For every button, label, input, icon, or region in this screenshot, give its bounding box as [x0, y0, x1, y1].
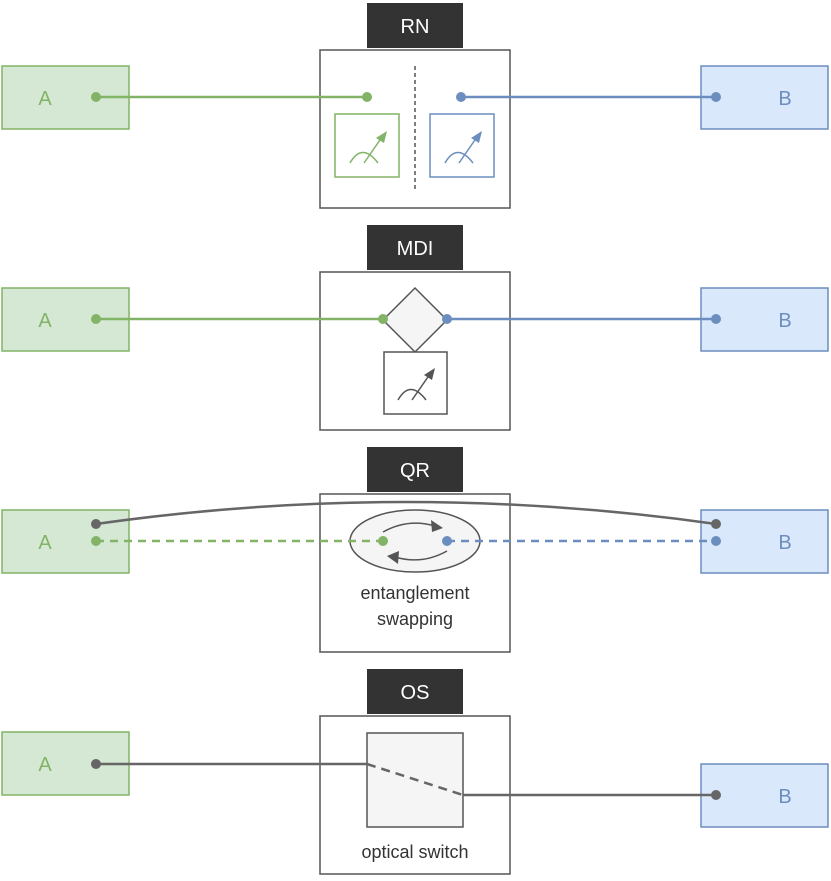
os-node-a-label: A [38, 754, 52, 776]
rn-node-a-label: A [38, 88, 52, 110]
qr-title: QR [400, 460, 430, 482]
qr-node-a[interactable] [1, 509, 130, 574]
detector-icon [334, 113, 400, 178]
os-switch-contact [366, 762, 464, 797]
rn-dot-b-start [456, 92, 466, 102]
rn-node-b[interactable] [700, 65, 829, 130]
qr-dot-entangled-b [711, 519, 721, 529]
mdi-title: MDI [397, 238, 434, 260]
os-title: OS [401, 682, 430, 704]
qr-entangled-link [95, 500, 717, 526]
qr-node-b-label: B [778, 532, 791, 554]
qr-title-box [367, 447, 463, 492]
qr-dot-a-start [91, 536, 101, 546]
detector-icon [383, 351, 448, 415]
mdi-dot-a-start [91, 314, 101, 324]
mdi-title-box [367, 225, 463, 270]
qr-dot-a-end [378, 536, 388, 546]
mdi-dot-b-start [442, 314, 452, 324]
rn-title-box [367, 3, 463, 48]
qr-caption-line-2: swapping [377, 609, 453, 629]
os-node-b[interactable] [700, 763, 829, 828]
mdi-dot-a-end [378, 314, 388, 324]
os-title-box [367, 669, 463, 714]
os-node-b-label: B [778, 786, 791, 808]
row-qr: QR A B entanglement swapping [1, 447, 829, 653]
row-mdi: MDI A B [1, 225, 829, 431]
qr-dot-b-end [711, 536, 721, 546]
rn-dot-a-end [362, 92, 372, 102]
rn-dot-b-end [711, 92, 721, 102]
os-dot-b-end [711, 790, 721, 800]
qr-dot-entangled-a [91, 519, 101, 529]
row-rn: RN A B [1, 3, 829, 209]
qr-caption-line-1: entanglement [360, 583, 469, 603]
mdi-node-b-label: B [778, 310, 791, 332]
os-caption: optical switch [361, 842, 468, 862]
qr-dot-b-start [442, 536, 452, 546]
rn-node-b-label: B [778, 88, 791, 110]
row-os: OS A B optical switch [1, 669, 829, 875]
mdi-node-a-label: A [38, 310, 52, 332]
os-dot-a-start [91, 759, 101, 769]
rn-dot-a-start [91, 92, 101, 102]
rn-title: RN [401, 16, 430, 38]
mdi-dot-b-end [711, 314, 721, 324]
qr-node-a-label: A [38, 532, 52, 554]
detector-icon [429, 113, 495, 178]
